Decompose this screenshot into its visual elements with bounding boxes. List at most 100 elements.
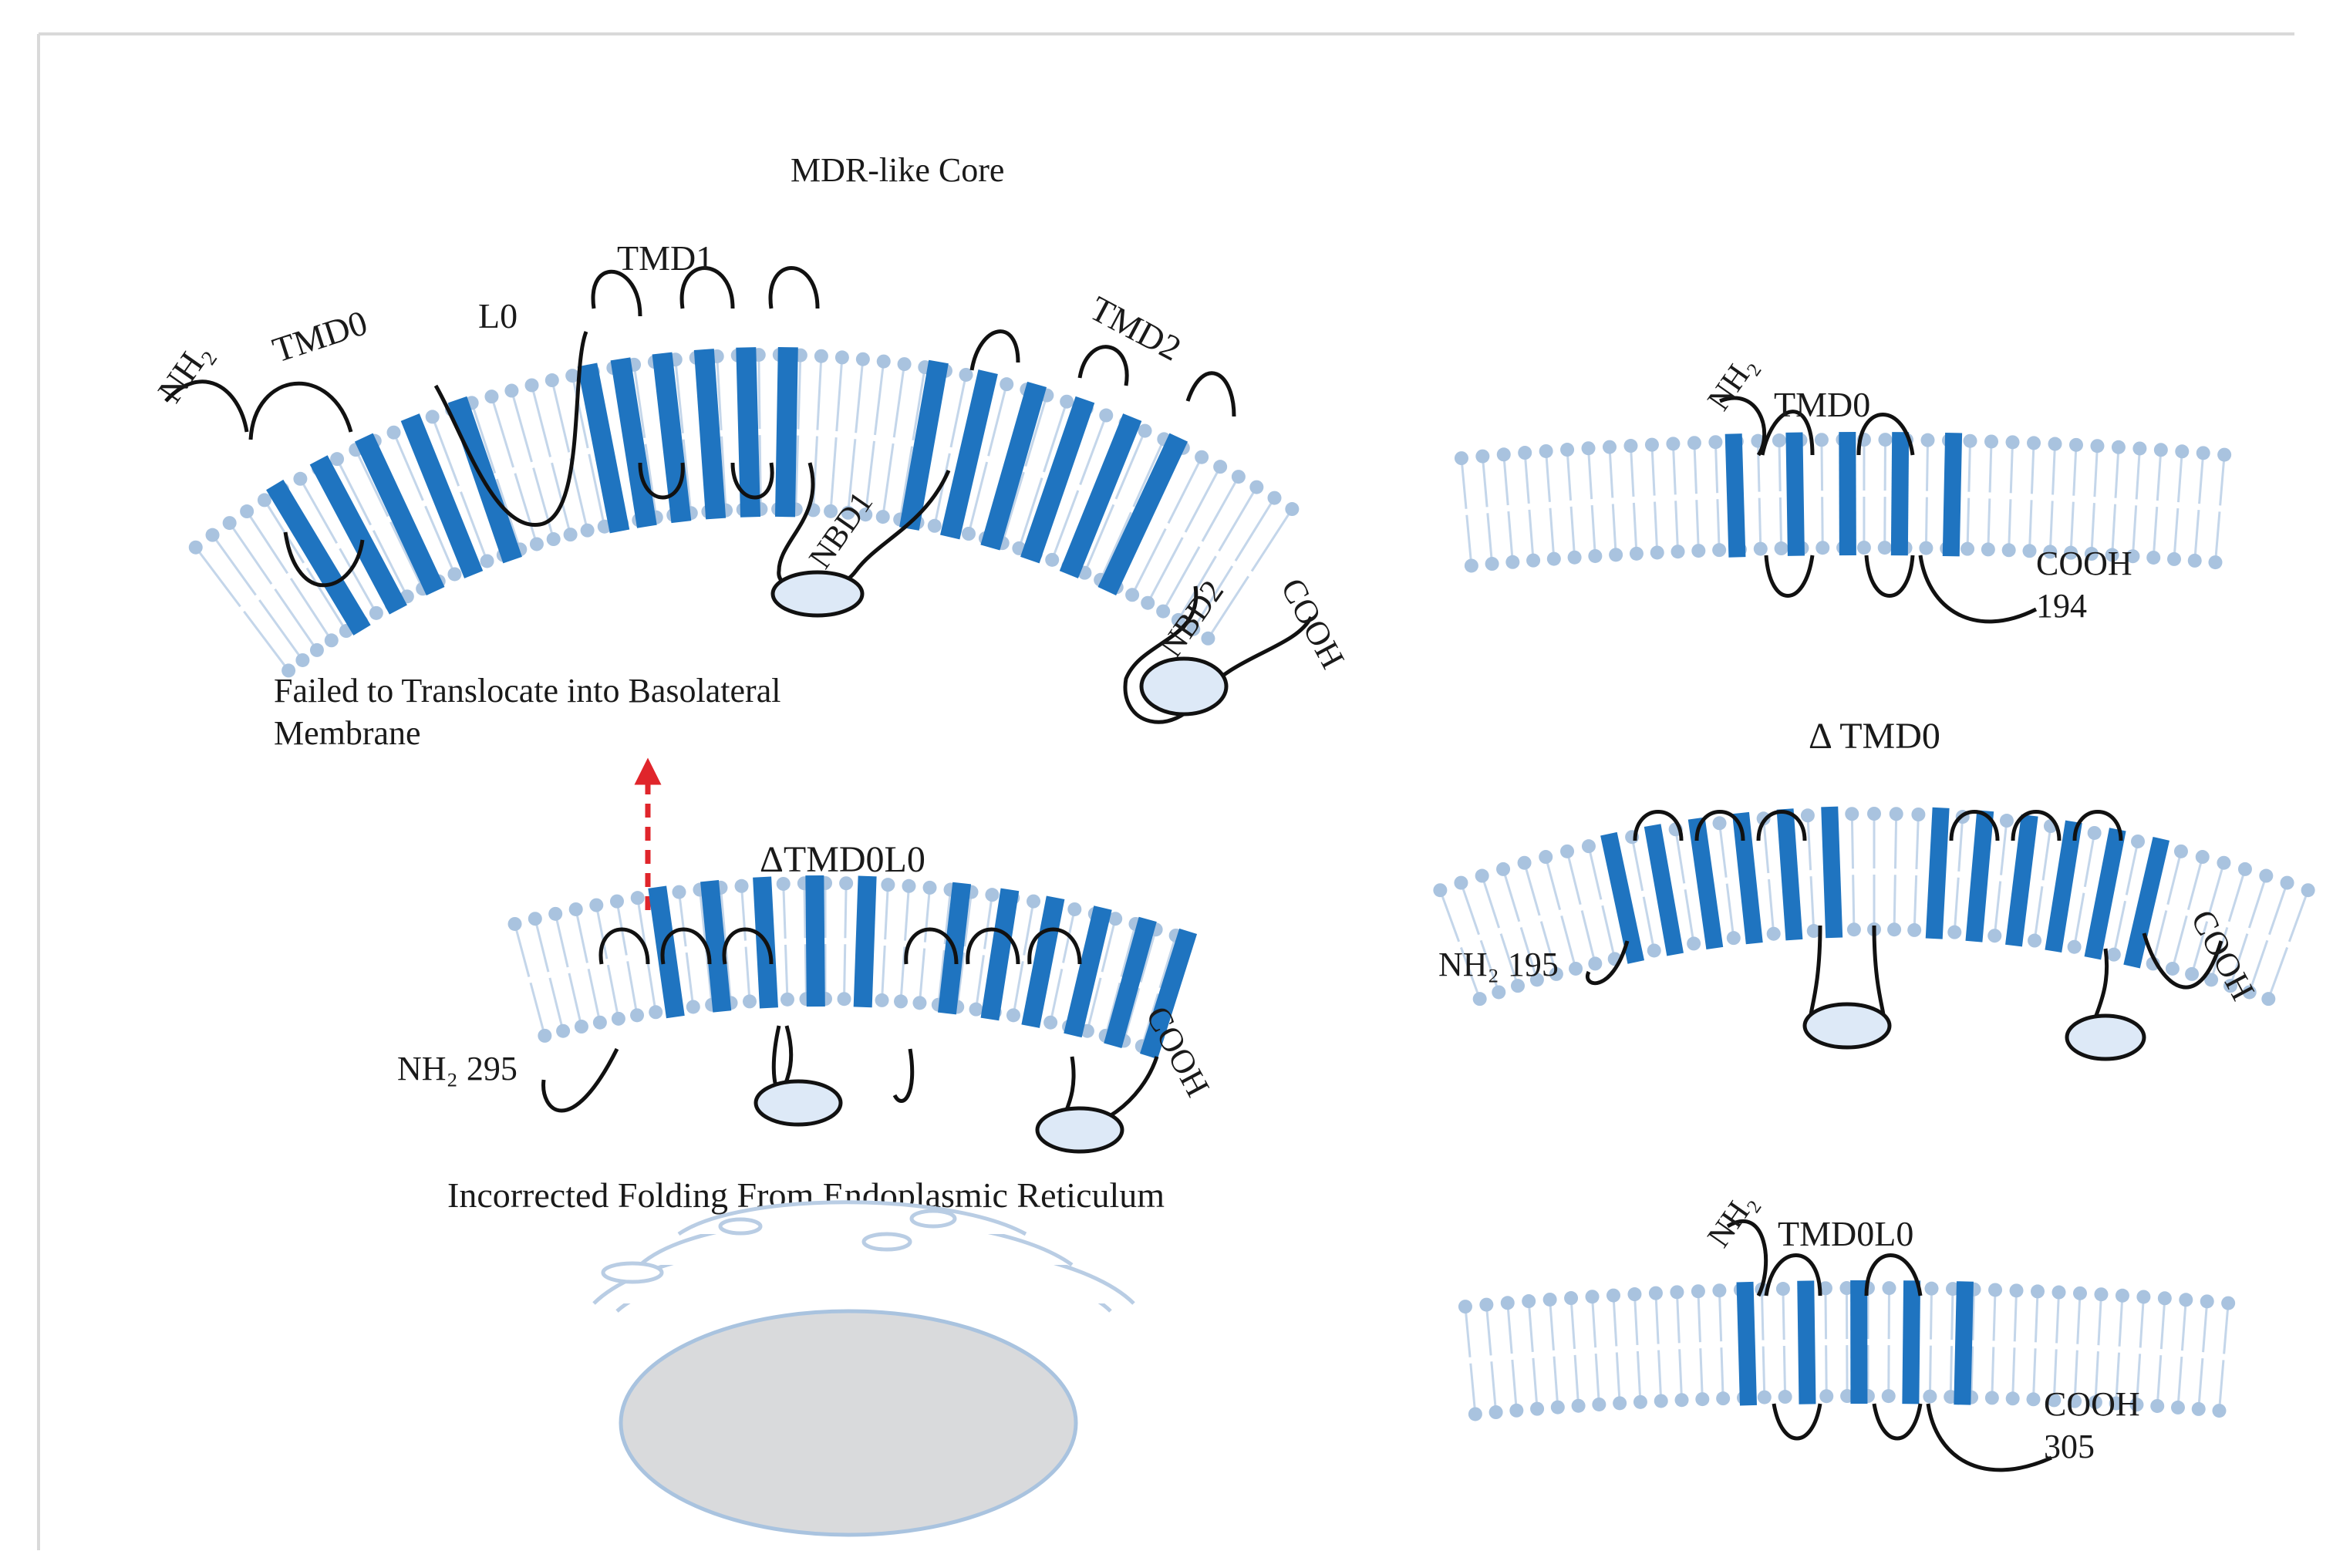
lipid-tail <box>2041 825 2052 881</box>
lipid-tail <box>1654 501 1659 553</box>
nh2-core-label: NH₂ <box>150 335 218 410</box>
lipid-head <box>814 349 828 363</box>
lipid-tail <box>1167 457 1203 524</box>
lipid-tail <box>1611 504 1617 555</box>
lipid-tail <box>1201 476 1240 542</box>
tmd2-core-label: TMD2 <box>1084 288 1188 369</box>
loop-r3 <box>1726 1219 2053 1472</box>
lipid-tail <box>1141 993 1159 1047</box>
lipid-tail <box>1591 1297 1597 1348</box>
delta-tmd0l0-protein <box>507 875 1198 1154</box>
lipid-head <box>1654 1394 1668 1408</box>
lipid-tail <box>1760 1289 1765 1340</box>
lipid-tail <box>1632 502 1638 554</box>
lipid-head <box>855 352 870 366</box>
lipid-head <box>1650 545 1664 560</box>
lipid-tail <box>1131 528 1167 595</box>
lipid-head <box>1627 1287 1642 1302</box>
delta-tmd0-protein <box>1433 806 2315 1061</box>
lipid-head <box>2166 551 2181 566</box>
lipid-tail <box>784 944 789 1000</box>
lipid-tail <box>532 467 555 540</box>
lipid-head <box>240 504 255 519</box>
lipid-head <box>1571 1398 1586 1413</box>
lipid-tail <box>1502 454 1509 506</box>
lipid-head <box>1479 1297 1494 1312</box>
lipid-tail <box>1590 504 1596 557</box>
lipid-tail <box>912 366 926 441</box>
lipid-tail <box>855 359 865 433</box>
lipid-head <box>563 528 578 542</box>
lipid-tail <box>716 356 723 430</box>
lipid-tail <box>2073 892 2085 947</box>
nbd1-mid <box>754 1079 843 1127</box>
lipid-tail <box>1024 395 1048 467</box>
lipid-head <box>1500 1296 1515 1310</box>
lipid-tail <box>1544 856 1562 911</box>
lipid-tail <box>529 982 546 1037</box>
lipid-head <box>1666 437 1681 451</box>
lipid-tail <box>873 361 885 436</box>
lipid-head <box>1539 443 1553 458</box>
lipid-tail <box>1716 499 1721 551</box>
lipid-tail <box>2217 1360 2225 1411</box>
lipid-tail <box>2198 453 2205 504</box>
nbd1-domain <box>770 570 865 618</box>
lipid-head <box>2129 1398 2144 1412</box>
lipid-head <box>1526 553 1541 568</box>
lipid-tail <box>1720 1347 1724 1399</box>
lipid-tail <box>1545 450 1551 502</box>
lipid-tail <box>2152 910 2168 964</box>
lipid-tail <box>1502 868 1521 922</box>
lipid-tail <box>1654 1293 1660 1344</box>
lipid-tail <box>1608 447 1614 498</box>
lipid-tail <box>1114 430 1146 500</box>
lipid-tail <box>569 457 589 531</box>
l0-core-label: L0 <box>478 296 518 336</box>
lipid-head <box>1125 588 1140 602</box>
lipid-tail <box>1825 1345 1828 1397</box>
lipid-head <box>556 1023 571 1038</box>
lipid-head <box>1856 541 1871 555</box>
lipid-head <box>839 876 854 891</box>
lipid-tail <box>194 546 241 608</box>
lipid-head <box>205 528 220 542</box>
lipid-tail <box>1678 1349 1684 1401</box>
lipid-head <box>580 523 595 538</box>
lipid-tail <box>2268 882 2288 936</box>
lipid-tail <box>1992 1290 1997 1341</box>
lipid-tail <box>554 913 569 968</box>
lipid-head <box>2191 1401 2206 1416</box>
lipid-head <box>630 1008 645 1023</box>
lipid-tail <box>1629 445 1635 497</box>
lipid-head <box>1691 544 1706 558</box>
lipid-head <box>2028 933 2042 948</box>
lipid-tail <box>2202 1301 2209 1353</box>
lipid-head <box>1468 1407 1482 1421</box>
lipid-tail <box>1957 816 1964 872</box>
lipid-head <box>1560 844 1575 858</box>
lipid-tail <box>1778 440 1782 492</box>
helix-segment <box>1839 431 1856 556</box>
lipid-head <box>1518 446 1532 460</box>
lipid-head <box>544 373 559 388</box>
lipid-tail <box>2083 832 2096 888</box>
helix-segment <box>1821 806 1843 939</box>
lipid-tail <box>531 385 552 457</box>
lipid-tail <box>1657 1350 1663 1401</box>
lipid-head <box>1560 443 1575 457</box>
lipid-tail <box>2176 451 2183 503</box>
helix-segment <box>940 369 998 540</box>
helix-segment <box>1925 807 1950 939</box>
lipid-head <box>2136 1290 2151 1304</box>
lipid-tail <box>1926 440 1930 491</box>
lipid-tail <box>1527 1300 1534 1352</box>
end-305-label: 305 <box>2044 1428 2095 1465</box>
lipid-tail <box>1587 448 1593 500</box>
nh2-295-label: NH₂ 295 <box>397 1050 518 1087</box>
helices-core <box>266 346 1188 636</box>
lipid-head <box>2126 549 2140 564</box>
lipid-tail <box>2135 1354 2142 1405</box>
lipid-head <box>902 878 916 893</box>
